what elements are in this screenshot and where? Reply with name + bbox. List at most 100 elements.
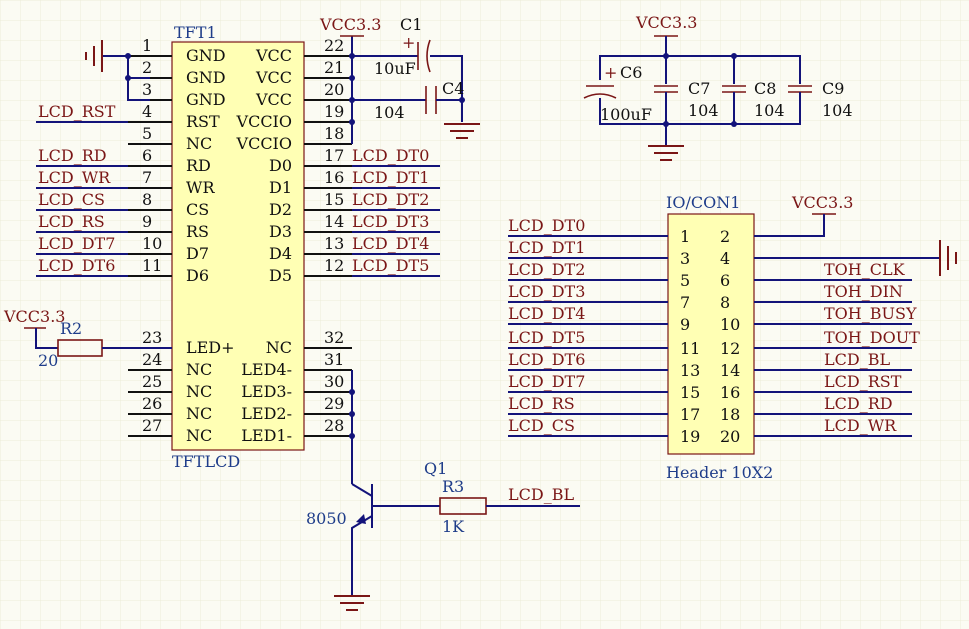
tft-right-pin-number: 12 — [324, 256, 344, 275]
header-right-pin: 2 — [720, 227, 730, 246]
tft1-body — [171, 41, 305, 451]
tft-right-pin-name: VCCIO — [236, 134, 292, 153]
header-left-pin-number: 5 — [680, 271, 690, 290]
tft-right-pin-name: VCC — [255, 90, 292, 109]
tft-right-net-label: LCD_DT4 — [352, 234, 429, 253]
tft-right-pin-name: D5 — [269, 266, 292, 285]
svg-text:+: + — [604, 63, 617, 82]
c9-ref: C9 — [822, 79, 844, 98]
tft-left-pin-number: 9 — [142, 212, 152, 231]
tft-right-pin-name: LED1- — [241, 426, 292, 445]
tft-right-pin-name: NC — [266, 338, 292, 357]
tft-right-pin-name: LED3- — [241, 382, 292, 401]
tft-left-pin-name: RS — [186, 222, 209, 241]
tft-left-pin-number: 6 — [142, 146, 152, 165]
header-ioc-con1[interactable]: IO/CON1 Header 10X2 LCD_DT01LCD_DT13LCD_… — [508, 193, 957, 482]
header-left-net-label: LCD_DT7 — [508, 372, 585, 391]
tft1-right-pins: 22VCC21VCC20VCC19VCCIO18VCCIO17D0LCD_DT0… — [236, 36, 440, 445]
header-left-net-label: LCD_DT5 — [508, 328, 585, 347]
tft-right-pin-name: D2 — [269, 200, 292, 219]
header-left-pin-number: 15 — [680, 383, 700, 402]
tft-right-pin-number: 28 — [324, 416, 344, 435]
tft-right-pin-name: D3 — [269, 222, 292, 241]
tft-right-pin-number: 22 — [324, 36, 344, 55]
tft-left-pin-name: NC — [186, 426, 212, 445]
tft-right-net-label: LCD_DT3 — [352, 212, 429, 231]
tft-left-pin-number: 4 — [142, 102, 152, 121]
header-left-pin-number: 13 — [680, 361, 700, 380]
q1-transistor[interactable]: Q1 8050 R3 1K LCD_BL — [306, 370, 580, 611]
header-right-pin-number: 14 — [720, 361, 740, 380]
tft-left-pin-number: 2 — [142, 58, 152, 77]
decoupling-caps: VCC3.3 + C6 100uF C7 C8 C9 104 104 104 — [583, 13, 853, 161]
header-right-pin-number: 4 — [720, 249, 730, 268]
tft-right-net-label: LCD_DT2 — [352, 190, 429, 209]
vcc-label-header: VCC3.3 — [791, 193, 853, 212]
header-right-pin: 16 LCD_RST — [720, 372, 912, 402]
tft-left-pin-name: LED+ — [186, 338, 235, 357]
header-right-net-label: LCD_RST — [824, 372, 902, 391]
header-left-net-label: LCD_DT4 — [508, 304, 585, 323]
tft-right-pin-number: 20 — [324, 80, 344, 99]
tft-left-pin-number: 10 — [142, 234, 162, 253]
c1-value: 10uF — [374, 59, 416, 78]
tft1-component[interactable]: TFT1 TFTLCD 1GND2GND3GND4RSTLCD_RST5NC6R… — [36, 23, 440, 471]
c7-ref: C7 — [688, 79, 710, 98]
tft-left-pin-name: GND — [186, 68, 226, 87]
header-left-pin-number: 9 — [680, 315, 690, 334]
tft-right-pin-name: D4 — [269, 244, 292, 263]
header-right-pin-number: 18 — [720, 405, 740, 424]
header-designator: IO/CON1 — [666, 193, 740, 212]
tft-right-pin-name: VCC — [255, 68, 292, 87]
r3-ref: R3 — [442, 477, 464, 496]
tft-left-pin-name: NC — [186, 404, 212, 423]
tft-right-pin-name: D0 — [269, 156, 292, 175]
tft-left-pin-name: NC — [186, 134, 212, 153]
tft-right-pin-name: LED4- — [241, 360, 292, 379]
tft-left-net-label: LCD_DT7 — [38, 234, 115, 253]
r2-resistor[interactable]: VCC3.3 R2 20 — [3, 307, 172, 370]
header-left-net-label: LCD_DT0 — [508, 216, 585, 235]
header-right-pin-number: 16 — [720, 383, 740, 402]
header-right-pin: 4 — [720, 249, 730, 268]
tft-left-pin-number: 24 — [142, 350, 162, 369]
tft-left-pin: 5NC — [128, 124, 212, 153]
header-left-pin: LCD_DT7 15 — [508, 372, 700, 402]
c6-value: 100uF — [600, 105, 652, 124]
tft-left-pin-number: 23 — [142, 328, 162, 347]
tft-right-pin-name: VCC — [255, 46, 292, 65]
tft-right-pin-number: 17 — [324, 146, 344, 165]
header-part-name: Header 10X2 — [666, 463, 773, 482]
tft-left-pin-name: D6 — [186, 266, 209, 285]
header-right-pin-number: 8 — [720, 293, 730, 312]
tft-right-pin-number: 32 — [324, 328, 344, 347]
tft-right-pin-number: 21 — [324, 58, 344, 77]
vcc-label-tft: VCC3.3 — [319, 15, 381, 34]
q1-ref: Q1 — [424, 459, 447, 478]
header-right-pin-number: 20 — [720, 427, 740, 446]
tft-left-pin-number: 8 — [142, 190, 152, 209]
tft-left-pin-number: 3 — [142, 80, 152, 99]
